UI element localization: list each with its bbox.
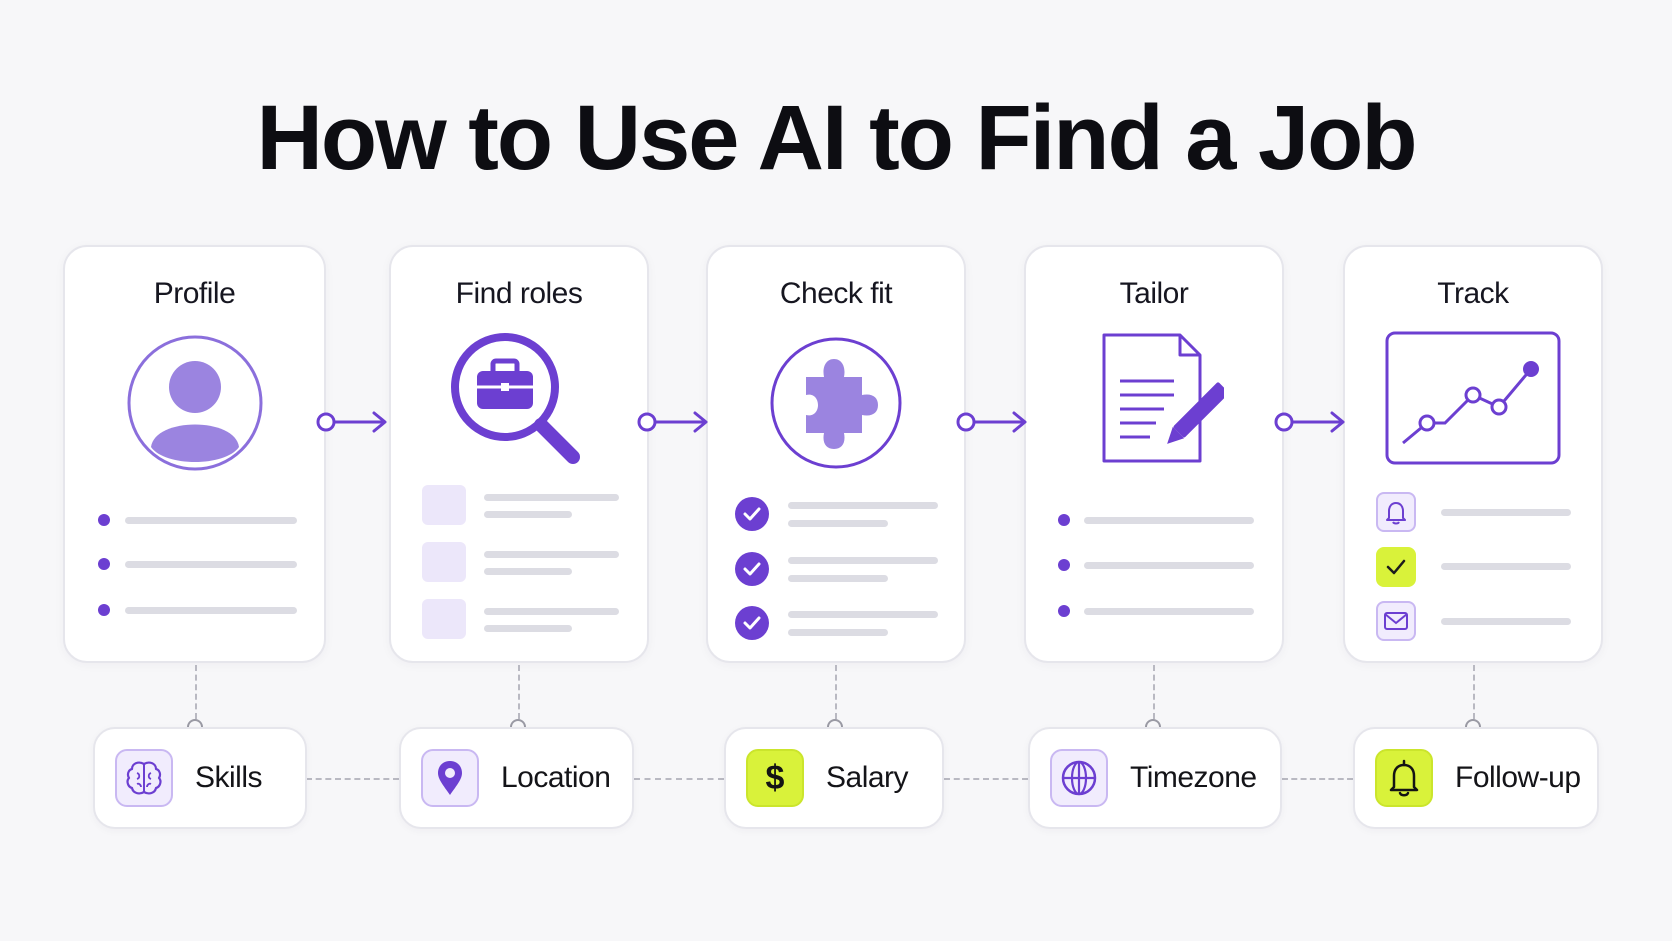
bullet-dot [98,558,110,570]
text-line [125,561,297,568]
flow-arrow-icon [637,411,708,433]
text-line [788,502,938,509]
page-title: How to Use AI to Find a Job [256,87,1417,189]
bell-icon [1375,749,1433,807]
text-line [788,520,888,527]
location-pin-icon [421,749,479,807]
text-line [1441,509,1571,516]
step-card-find-roles: Find roles [389,245,649,663]
step-title: Track [1437,277,1509,310]
bullet-dot [98,604,110,616]
step-title: Profile [153,277,236,310]
bullet-dot [98,514,110,526]
factor-tag-salary: $ Salary [724,727,944,829]
connector-line [1473,665,1475,719]
bullet-dot [1058,559,1070,571]
placeholder-square [422,542,466,582]
factor-tag-timezone: Timezone [1028,727,1282,829]
connector-line [835,665,837,719]
factor-tag-follow-up: Follow-up [1353,727,1599,829]
text-line [484,625,572,632]
text-line [1084,608,1254,615]
text-line [788,629,888,636]
text-line [1084,562,1254,569]
connector-line [195,665,197,719]
flow-arrow-icon [1274,411,1345,433]
svg-text:$: $ [766,759,785,797]
connector-line [1153,665,1155,719]
check-icon [735,552,769,586]
text-line [484,551,619,558]
connector-line [306,778,399,780]
bullet-dot [1058,514,1070,526]
text-line [788,557,938,564]
flow-arrow-icon [956,411,1027,433]
step-title: Find roles [455,277,583,310]
text-line [484,568,572,575]
brain-icon [115,749,173,807]
user-icon [65,329,324,479]
mail-icon [1376,601,1416,641]
factor-label: Location [501,761,611,794]
step-card-tailor: Tailor [1024,245,1284,663]
puzzle-icon [708,329,964,479]
factor-tag-location: Location [399,727,634,829]
text-line [788,611,938,618]
factor-tag-skills: Skills [93,727,307,829]
globe-icon [1050,749,1108,807]
step-card-profile: Profile [63,245,326,663]
text-line [788,575,888,582]
text-line [484,511,572,518]
document-edit-icon [1026,329,1282,479]
check-icon [735,497,769,531]
flow-arrow-icon [316,411,387,433]
step-card-check-fit: Check fit [706,245,966,663]
text-line [484,608,619,615]
bell-icon [1376,492,1416,532]
placeholder-square [422,599,466,639]
connector-line [518,665,520,719]
text-line [1084,517,1254,524]
check-icon [735,606,769,640]
step-title: Check fit [779,277,893,310]
text-line [1441,563,1571,570]
connector-line [944,778,1028,780]
trend-chart-icon [1345,329,1601,479]
factor-label: Follow-up [1455,761,1581,794]
step-card-track: Track [1343,245,1603,663]
text-line [125,517,297,524]
dollar-icon: $ [746,749,804,807]
text-line [1441,618,1571,625]
connector-line [634,778,724,780]
step-title: Tailor [1119,277,1189,310]
text-line [484,494,619,501]
bullet-dot [1058,605,1070,617]
briefcase-search-icon [391,329,647,479]
connector-line [1282,778,1353,780]
factor-label: Skills [195,761,263,794]
placeholder-square [422,485,466,525]
check-icon [1376,547,1416,587]
text-line [125,607,297,614]
factor-label: Timezone [1130,761,1257,794]
factor-label: Salary [826,761,909,794]
